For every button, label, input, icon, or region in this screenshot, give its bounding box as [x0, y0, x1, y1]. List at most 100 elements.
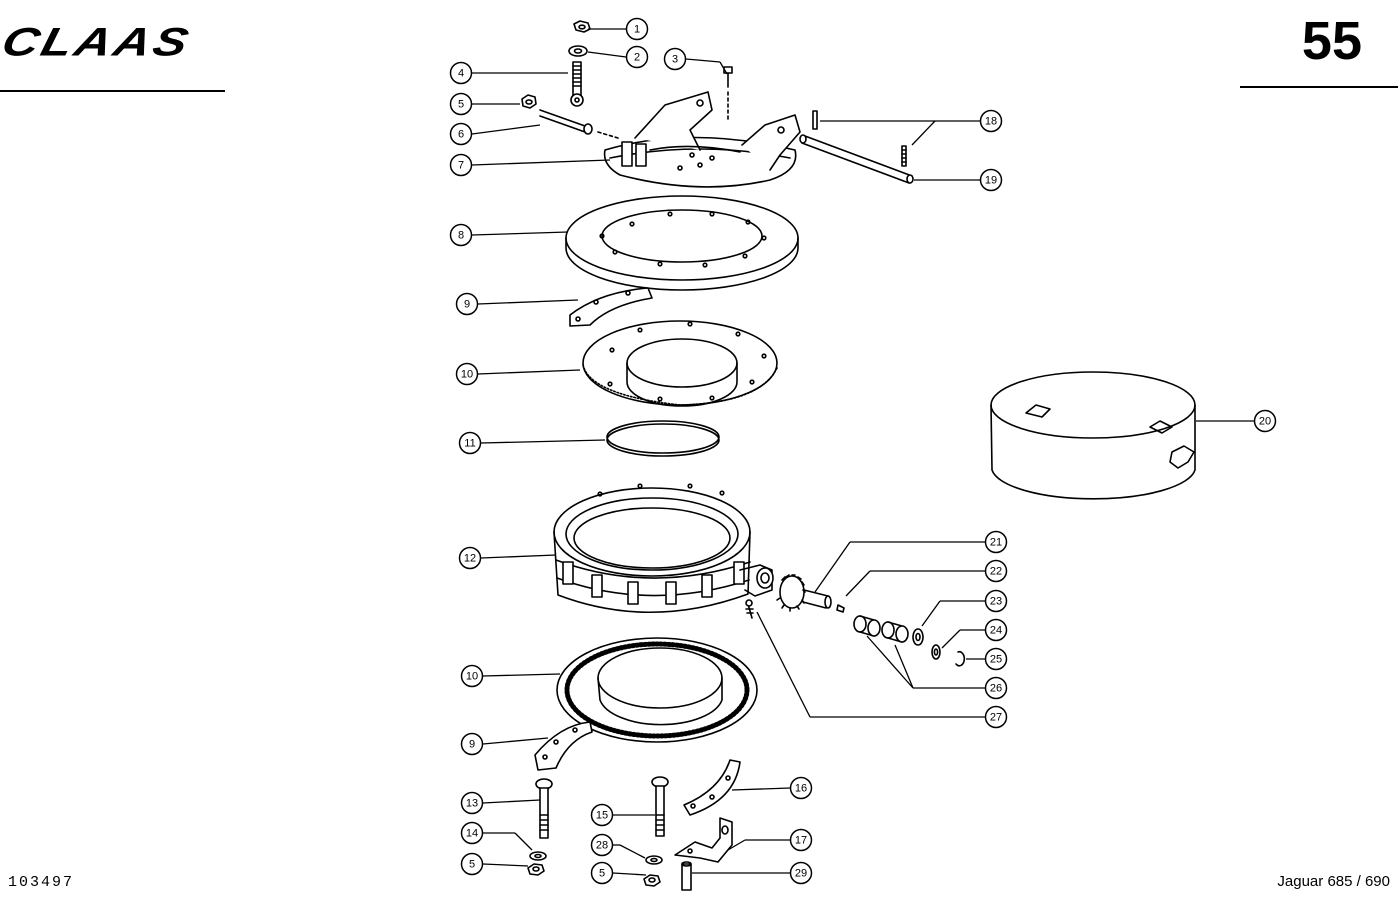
callout-circle [789, 828, 813, 852]
callout-5: 5 [449, 92, 520, 116]
callout-number: 7 [458, 160, 464, 172]
carriage-bolt-left [535, 778, 553, 839]
leader-line [471, 159, 611, 166]
leader-line [482, 737, 549, 745]
hex-nut [521, 94, 537, 109]
callout-number: 1 [634, 24, 640, 36]
callout-13: 13 [460, 791, 541, 815]
callout-number: 5 [458, 99, 464, 111]
callout-circle [590, 861, 614, 885]
callout-number: 3 [672, 54, 678, 66]
roll-pin [812, 110, 907, 167]
callout-number: 28 [596, 840, 608, 852]
callout-16: 16 [731, 776, 813, 800]
callout-circle [590, 833, 614, 857]
callout-10: 10 [455, 362, 581, 386]
document-number: 103497 [8, 874, 75, 891]
callout-number: 17 [795, 835, 807, 847]
leader-line [719, 61, 728, 75]
callout-5: 5 [590, 861, 647, 885]
callout-number: 27 [990, 712, 1002, 724]
callout-number: 20 [1259, 416, 1271, 428]
callout-8: 8 [449, 223, 569, 247]
bushing-right [881, 621, 909, 643]
callout-15: 15 [590, 803, 655, 827]
callout-22: 22 [845, 559, 1008, 597]
callout-circle [460, 664, 484, 688]
callout-circle [449, 122, 473, 146]
washer-right [645, 855, 663, 865]
callout-17: 17 [727, 828, 813, 852]
dowel-pin [681, 861, 692, 891]
callout-1: 1 [588, 17, 649, 41]
callout-circle [449, 61, 473, 85]
callout-circle [984, 559, 1008, 583]
callout-circle [455, 292, 479, 316]
carriage-bolt-right [651, 776, 669, 837]
hex-nut-right [643, 874, 661, 887]
callout-number: 9 [464, 299, 470, 311]
callout-circle [1253, 409, 1277, 433]
callout-number: 11 [464, 438, 475, 450]
callout-number: 19 [985, 175, 997, 187]
pivot-rod [799, 134, 914, 184]
leader-line [845, 570, 871, 597]
callout-number: 21 [990, 537, 1002, 549]
callout-9: 9 [460, 732, 549, 756]
callout-circle [625, 45, 649, 69]
callout-25: 25 [966, 647, 1008, 671]
guard-band [990, 371, 1196, 500]
callout-9: 9 [455, 292, 579, 316]
callout-4: 4 [449, 61, 568, 85]
callout-circle [590, 803, 614, 827]
leader-line [814, 541, 851, 593]
callout-circle [460, 732, 484, 756]
callout-18: 18 [820, 109, 1003, 146]
callout-14: 14 [460, 821, 533, 851]
bearing-ring-flat [565, 195, 799, 291]
callout-19: 19 [914, 168, 1003, 192]
callout-number: 5 [599, 868, 605, 880]
leader-line [482, 863, 529, 867]
callout-circle [460, 852, 484, 876]
callout-number: 23 [990, 596, 1002, 608]
callout-circle [984, 647, 1008, 671]
leader-line [941, 629, 961, 649]
leader-line [480, 554, 557, 559]
callout-circle [789, 861, 813, 885]
toothed-ring-upper [582, 320, 778, 407]
leader-line [921, 600, 941, 627]
thin-sealing-ring [606, 420, 720, 457]
callout-7: 7 [449, 153, 611, 177]
leader-line [894, 644, 914, 689]
callout-circle [460, 821, 484, 845]
small-screw [723, 66, 733, 123]
callout-circle [984, 676, 1008, 700]
callout-5: 5 [460, 852, 529, 876]
callout-circle [984, 530, 1008, 554]
callout-number: 24 [990, 625, 1002, 637]
leader-line [480, 439, 606, 444]
callout-circle [458, 546, 482, 570]
segment-plate-side [683, 759, 741, 816]
callout-circle [449, 223, 473, 247]
small-grub-screw [836, 604, 845, 613]
bushing-left [853, 615, 881, 637]
leader-line [587, 51, 627, 58]
callout-6: 6 [449, 122, 541, 146]
leader-line [477, 369, 581, 375]
washer-left [529, 851, 547, 861]
grease-nipple [745, 599, 754, 619]
leader-line [471, 231, 569, 236]
segment-plate-lower [534, 721, 593, 771]
ring-gear-lower [556, 637, 758, 743]
callout-number: 22 [990, 566, 1002, 578]
eye-bolt [570, 61, 584, 107]
callout-circle [789, 776, 813, 800]
callout-number: 2 [634, 52, 640, 64]
shim-washer [912, 628, 924, 646]
callout-2: 2 [587, 45, 649, 69]
circlip [955, 650, 966, 667]
callout-number: 8 [458, 230, 464, 242]
